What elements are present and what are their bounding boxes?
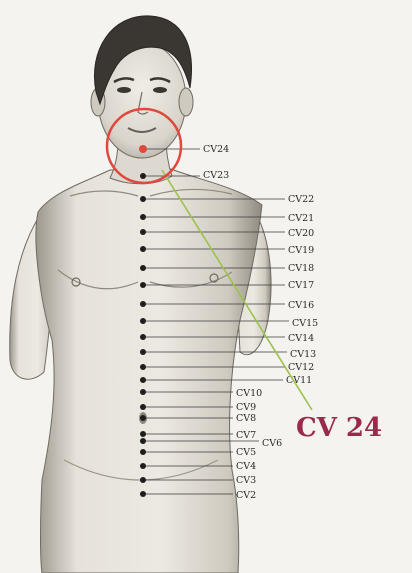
- point-cv23[interactable]: [140, 173, 146, 179]
- point-label-cv21: CV21: [288, 213, 314, 224]
- left-eye: [117, 87, 131, 93]
- point-label-cv12: CV12: [288, 362, 314, 373]
- point-cv10[interactable]: [140, 389, 146, 395]
- right-ear: [179, 88, 193, 116]
- point-label-cv14: CV14: [288, 333, 314, 344]
- point-label-cv6: CV6: [262, 438, 282, 449]
- point-label-cv13: CV13: [290, 349, 316, 360]
- point-cv7[interactable]: [140, 431, 146, 437]
- point-cv4[interactable]: [140, 463, 146, 469]
- point-cv19[interactable]: [140, 246, 146, 252]
- point-label-cv24: CV24: [203, 144, 229, 155]
- point-label-cv16: CV16: [288, 300, 314, 311]
- point-cv3[interactable]: [140, 477, 146, 483]
- point-label-cv8: CV8: [236, 413, 256, 424]
- torso: [36, 168, 262, 573]
- point-label-cv22: CV22: [288, 194, 314, 205]
- point-cv9[interactable]: [140, 404, 146, 410]
- point-label-cv10: CV10: [236, 388, 262, 399]
- point-cv5[interactable]: [140, 449, 146, 455]
- point-cv14[interactable]: [140, 334, 146, 340]
- point-label-cv15: CV15: [292, 318, 318, 329]
- point-label-cv3: CV3: [236, 475, 256, 486]
- point-cv20[interactable]: [140, 229, 146, 235]
- point-label-cv7: CV7: [236, 430, 256, 441]
- point-label-cv11: CV11: [286, 375, 312, 386]
- point-cv8[interactable]: [140, 415, 146, 421]
- highlight-dot: [139, 145, 147, 153]
- point-label-cv19: CV19: [288, 245, 314, 256]
- point-cv15[interactable]: [140, 318, 146, 324]
- point-cv2[interactable]: [140, 491, 146, 497]
- point-label-cv23: CV23: [203, 170, 229, 181]
- point-cv18[interactable]: [140, 265, 146, 271]
- callout-label: CV 24: [296, 413, 382, 443]
- point-label-cv17: CV17: [288, 280, 314, 291]
- point-cv21[interactable]: [140, 214, 146, 220]
- point-label-cv2: CV2: [236, 490, 256, 501]
- point-label-cv4: CV4: [236, 461, 256, 472]
- right-eye: [153, 87, 167, 93]
- point-cv13[interactable]: [140, 349, 146, 355]
- point-cv6[interactable]: [140, 438, 146, 444]
- point-label-cv20: CV20: [288, 228, 314, 239]
- point-cv22[interactable]: [140, 196, 146, 202]
- point-label-cv18: CV18: [288, 263, 314, 274]
- point-label-cv9: CV9: [236, 402, 256, 413]
- point-cv11[interactable]: [140, 377, 146, 383]
- body-illustration: [10, 16, 271, 573]
- point-cv16[interactable]: [140, 301, 146, 307]
- point-cv17[interactable]: [140, 282, 146, 288]
- point-label-cv5: CV5: [236, 447, 256, 458]
- point-cv12[interactable]: [140, 364, 146, 370]
